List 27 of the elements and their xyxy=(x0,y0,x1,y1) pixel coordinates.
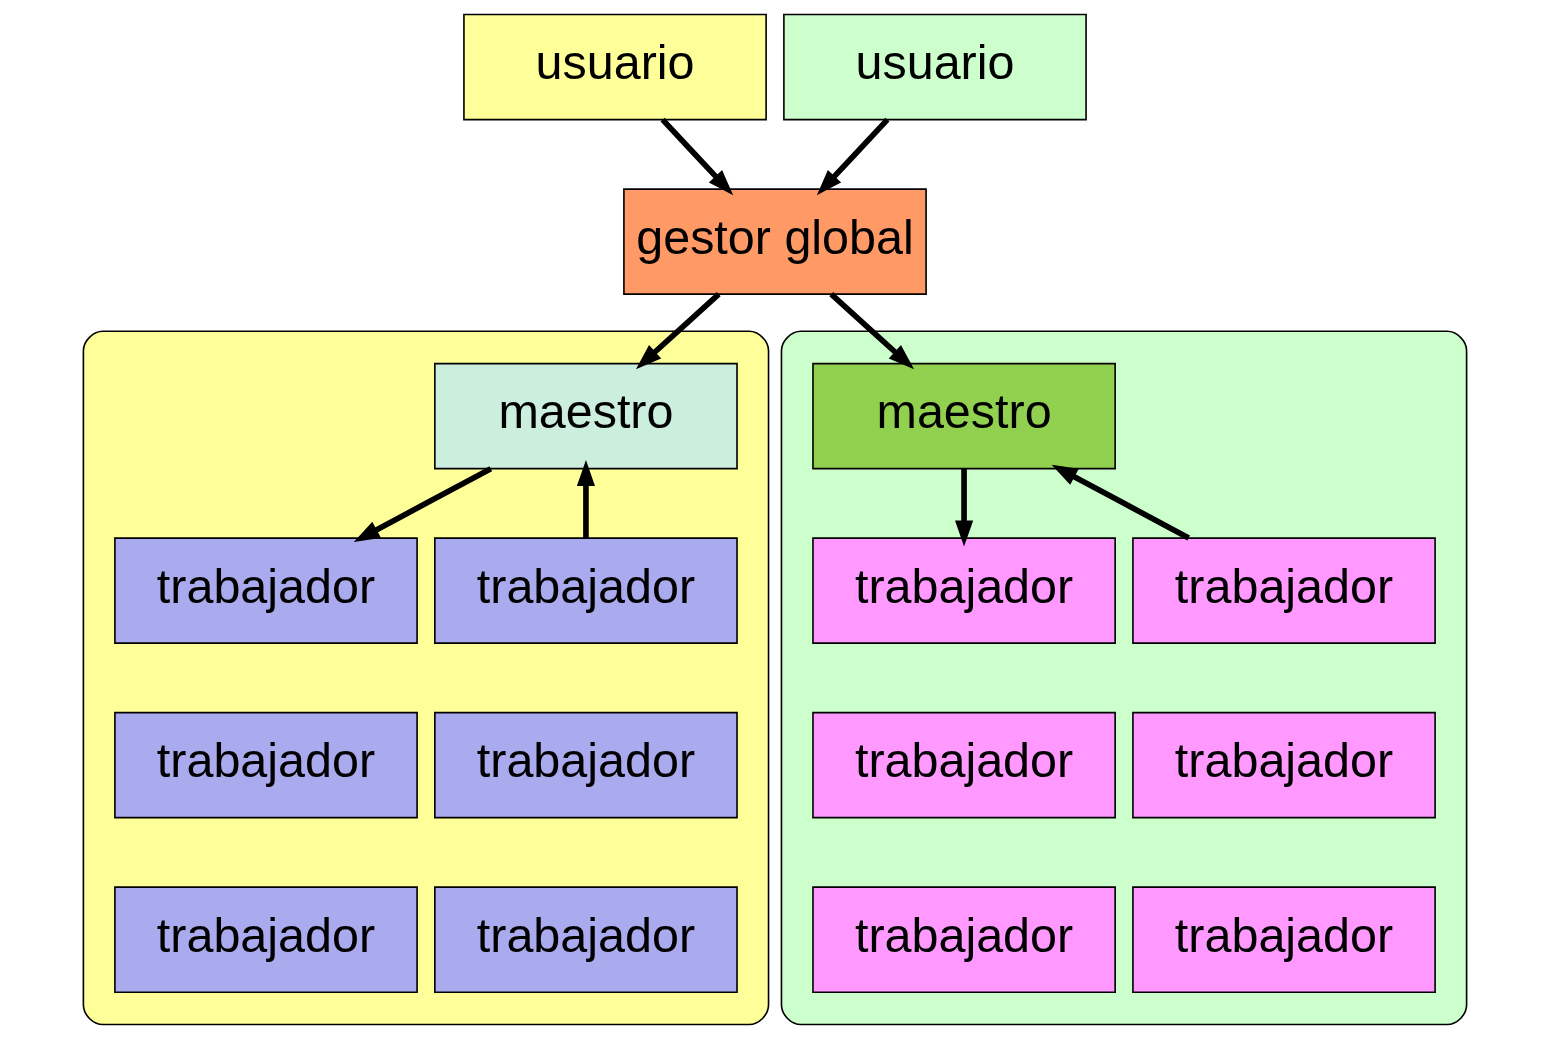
arrow xyxy=(353,466,493,543)
arrow xyxy=(829,292,915,370)
node-box: gestor global xyxy=(623,188,927,295)
cluster xyxy=(780,330,1468,1026)
arrow xyxy=(660,117,734,196)
node-box: trabajador xyxy=(434,886,738,993)
node-box: trabajador xyxy=(114,711,418,819)
cluster xyxy=(82,330,770,1026)
node-box: trabajador xyxy=(812,886,1116,993)
arrow xyxy=(576,460,595,538)
node-box: trabajador xyxy=(434,711,738,819)
arrow xyxy=(1051,464,1191,541)
node-box: trabajador xyxy=(1132,537,1436,644)
node-box: usuario xyxy=(463,13,767,121)
arrow xyxy=(635,292,721,370)
node-box: trabajador xyxy=(434,537,738,644)
node-box: trabajador xyxy=(812,537,1116,644)
node-box: trabajador xyxy=(114,886,418,993)
node-box: trabajador xyxy=(114,537,418,644)
node-box: trabajador xyxy=(1132,886,1436,993)
node-box: trabajador xyxy=(812,711,1116,819)
node-box: maestro xyxy=(434,362,738,470)
arrow xyxy=(816,117,890,196)
arrow xyxy=(955,468,974,547)
node-box: usuario xyxy=(783,13,1087,121)
node-box: trabajador xyxy=(1132,711,1436,819)
node-box: maestro xyxy=(812,362,1116,470)
